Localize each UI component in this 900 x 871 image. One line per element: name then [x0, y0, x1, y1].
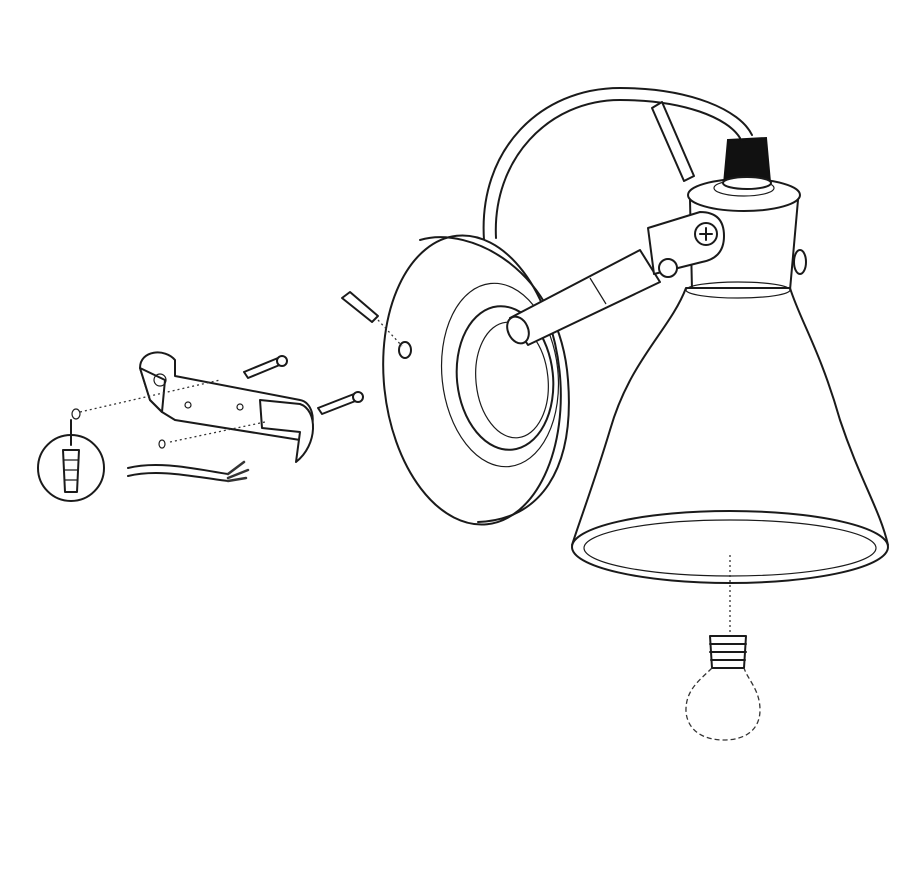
- arched-arm: [482, 87, 753, 241]
- mounting-bracket: [71, 351, 314, 463]
- power-wire: [127, 460, 250, 483]
- wall-plate: [382, 234, 570, 526]
- arm-tube: [506, 249, 661, 346]
- light-bulb: [685, 635, 761, 741]
- joint-bracket: [647, 211, 725, 278]
- wall-anchor-inset: [37, 419, 105, 502]
- screw-hole: [398, 341, 412, 359]
- screw-icon: [699, 227, 713, 241]
- lamp-shade: [571, 281, 889, 584]
- screw: [341, 291, 403, 347]
- threaded-rod: [651, 101, 695, 182]
- bracket-screws: [243, 355, 364, 415]
